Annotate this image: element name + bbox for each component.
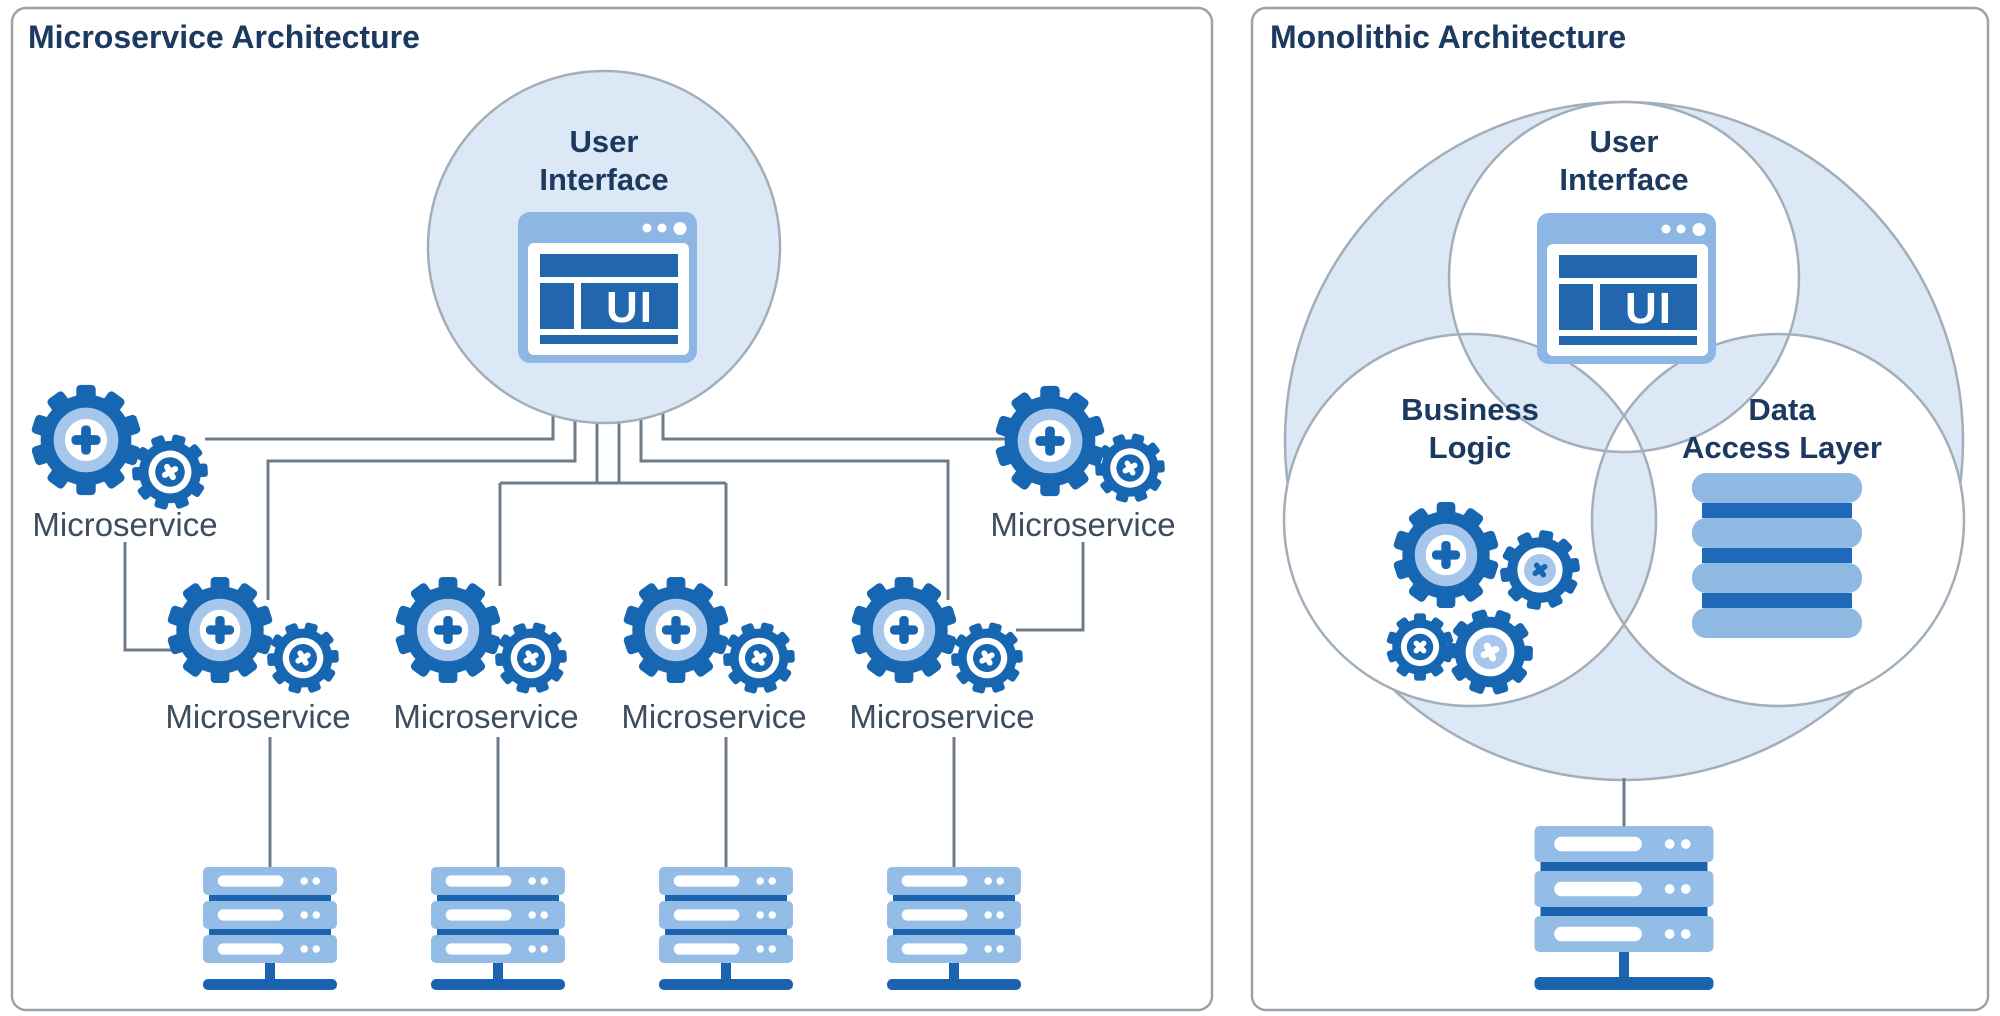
data-access-heading-line2: Access Layer: [1682, 430, 1882, 465]
server-icon: [431, 867, 565, 990]
monolithic-panel-title: Monolithic Architecture: [1270, 19, 1626, 55]
microservice-label-1: Microservice: [165, 698, 350, 735]
browser-ui-icon: [1537, 213, 1716, 364]
gear-icon: [395, 576, 501, 684]
server-icon: [887, 867, 1021, 990]
gear-icon: [1500, 530, 1580, 610]
microservice-panel-title: Microservice Architecture: [28, 19, 420, 55]
microservice-connectors: [123, 398, 1085, 867]
microservice-label-3: Microservice: [621, 698, 806, 735]
hub-heading-line1: User: [570, 124, 639, 159]
gear-icon: [495, 622, 567, 694]
mono-ui-heading-line1: User: [1590, 124, 1659, 159]
microservice-panel: [10, 6, 1214, 1012]
gear-icon: [951, 622, 1023, 694]
mono-ui-heading-line2: Interface: [1559, 162, 1688, 197]
business-logic-heading-line1: Business: [1401, 392, 1539, 427]
hub-browser-ui-text: UI: [606, 283, 654, 332]
mono-browser-ui-text: UI: [1625, 284, 1673, 333]
gear-icon: [267, 622, 339, 694]
browser-ui-icon: [518, 212, 697, 363]
monolith-inner-circle-strokes: [1282, 100, 1966, 708]
business-logic-heading-line2: Logic: [1429, 430, 1512, 465]
microservice-label-2: Microservice: [393, 698, 578, 735]
gear-icon: [723, 622, 795, 694]
gear-icon: [623, 576, 729, 684]
gear-icon: [132, 434, 208, 510]
server-icon: [1534, 826, 1714, 990]
gear-icon: [1095, 433, 1165, 503]
data-access-heading-line1: Data: [1748, 392, 1816, 427]
gear-icon: [167, 576, 273, 684]
database-icon: [1692, 473, 1862, 638]
gear-icon: [31, 384, 141, 496]
gear-icon: [1447, 609, 1533, 695]
microservice-label-side-left: Microservice: [32, 506, 217, 543]
microservice-label-4: Microservice: [849, 698, 1034, 735]
server-icon: [659, 867, 793, 990]
gear-icon: [995, 385, 1105, 497]
gear-icon: [1393, 501, 1499, 609]
hub-heading-line2: Interface: [539, 162, 668, 197]
microservice-label-side-right: Microservice: [990, 506, 1175, 543]
gear-icon: [851, 576, 957, 684]
gear-icon: [1386, 613, 1454, 681]
server-icon: [203, 867, 337, 990]
